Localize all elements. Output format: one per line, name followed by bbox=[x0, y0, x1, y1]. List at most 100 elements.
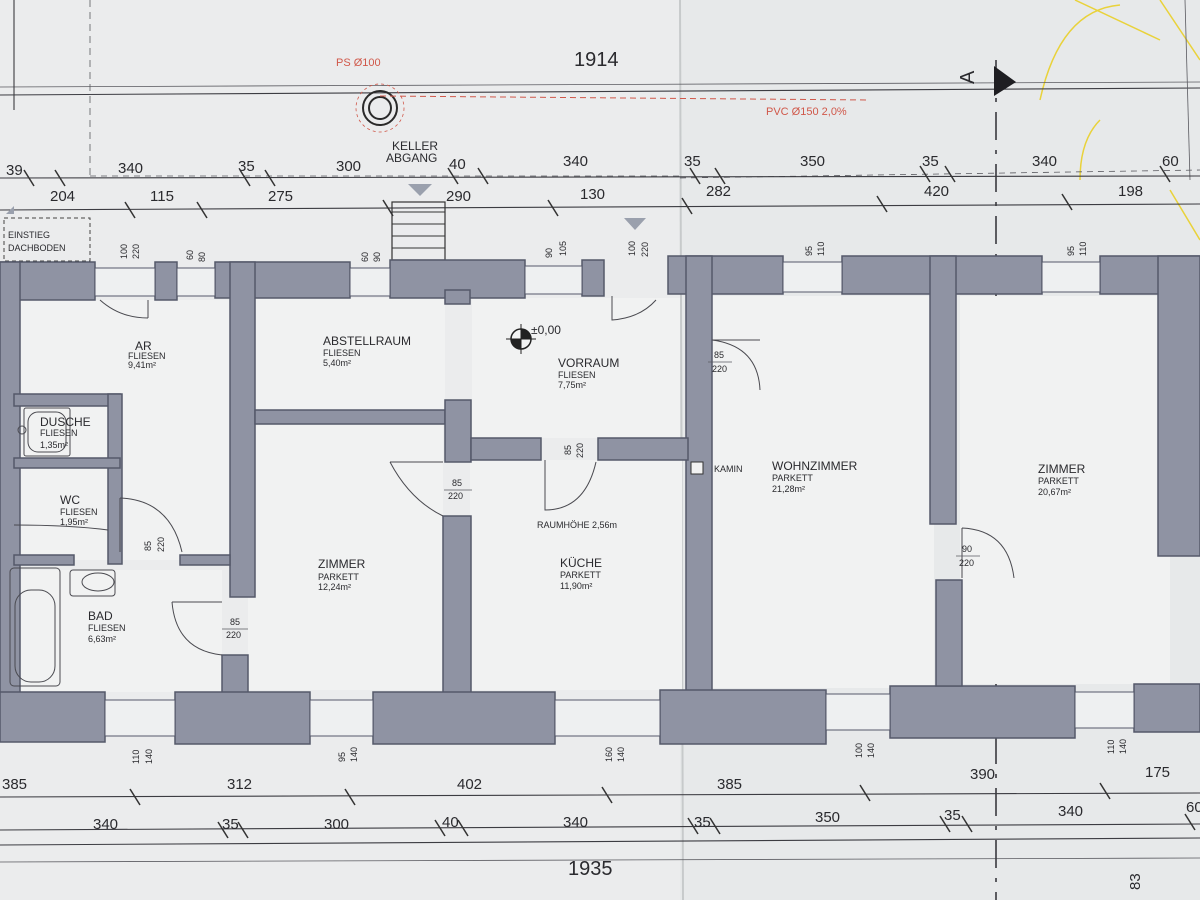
edge-fragment: 83 bbox=[1127, 873, 1144, 890]
dim-bot2-8: 35 bbox=[944, 807, 961, 824]
dim-top1-1: 39 bbox=[6, 162, 23, 179]
door-dim-9-h: 220 bbox=[640, 242, 650, 257]
dim-top2-7: 420 bbox=[924, 183, 949, 200]
sewer-pipe: PS Ø100 PVC Ø150 2,0% bbox=[336, 57, 871, 133]
sanitary-fixtures bbox=[9, 407, 116, 687]
dim-top1-5: 40 bbox=[449, 156, 466, 173]
room-vorraum-area: 7,75m² bbox=[558, 380, 586, 390]
door-dim-8-h: 220 bbox=[131, 244, 141, 259]
win-dim-3-w: 90 bbox=[544, 248, 554, 258]
door-dim-9-w: 100 bbox=[627, 241, 637, 256]
room-zimmer1-name: ZIMMER bbox=[318, 557, 366, 571]
room-wohnzimmer-name: WOHNZIMMER bbox=[772, 459, 858, 473]
cellar-label-line1: KELLER bbox=[392, 139, 438, 153]
dim-top1-7: 35 bbox=[684, 153, 701, 170]
room-zimmer2-name: ZIMMER bbox=[1038, 462, 1086, 476]
room-kueche-floor: PARKETT bbox=[560, 570, 601, 580]
room-ar-floor: FLIESEN bbox=[128, 351, 166, 361]
section-marker-label: A bbox=[957, 70, 979, 84]
level-mark: ±0,00 bbox=[531, 323, 561, 337]
dim-bot2-2: 35 bbox=[222, 816, 239, 833]
door-dim-4-h: 220 bbox=[156, 537, 166, 552]
room-bad-floor: FLIESEN bbox=[88, 623, 126, 633]
dim-bot2-6: 35 bbox=[694, 814, 711, 831]
door-dim-3-w: 85 bbox=[563, 445, 573, 455]
win-dim-6-h: 140 bbox=[144, 749, 154, 764]
dim-top1-3: 35 bbox=[238, 158, 255, 175]
room-kueche: KÜCHE PARKETT 11,90m² bbox=[560, 556, 602, 591]
door-dim-3-h: 220 bbox=[575, 443, 585, 458]
room-bad-area: 6,63m² bbox=[88, 634, 116, 644]
room-abstellraum: ABSTELLRAUM FLIESEN 5,40m² bbox=[323, 334, 411, 368]
top-dimensions-row1: 39 340 35 300 40 340 35 350 35 340 60 bbox=[6, 153, 1179, 179]
room-abstellraum-floor: FLIESEN bbox=[323, 348, 361, 358]
win-dim-1-w: 60 bbox=[185, 250, 195, 260]
door-swings bbox=[13, 296, 1015, 656]
windows bbox=[94, 261, 1135, 737]
dim-bot1-2: 312 bbox=[227, 776, 252, 793]
win-dim-10-w: 110 bbox=[1106, 740, 1116, 754]
bottom-dimensions-row2: 340 35 300 40 340 35 350 35 340 60 bbox=[93, 799, 1200, 833]
door-dim-2-h: 220 bbox=[448, 491, 463, 501]
room-height-note: RAUMHÖHE 2,56m bbox=[537, 520, 617, 530]
dim-bot1-3: 402 bbox=[457, 776, 482, 793]
dim-top1-11: 60 bbox=[1162, 153, 1179, 170]
dim-bot2-1: 340 bbox=[93, 816, 118, 833]
room-dusche-name: DUSCHE bbox=[40, 415, 91, 429]
win-dim-7-w: 95 bbox=[337, 752, 347, 762]
window-dimension-labels: 60 80 60 90 90 105 95 110 95 110 110 140… bbox=[131, 241, 1128, 764]
dim-top2-6: 282 bbox=[706, 183, 731, 200]
room-wohnzimmer-floor: PARKETT bbox=[772, 473, 813, 483]
door-dim-1-h: 220 bbox=[712, 364, 727, 374]
dim-top2-8: 198 bbox=[1118, 183, 1143, 200]
win-dim-1-h: 80 bbox=[197, 252, 207, 262]
bottom-total-dimension: 1935 bbox=[568, 858, 613, 880]
dim-bot2-7: 350 bbox=[815, 809, 840, 826]
room-zimmer2-area: 20,67m² bbox=[1038, 487, 1071, 497]
pipe-ps-label: PS Ø100 bbox=[336, 57, 381, 69]
dim-top2-4: 290 bbox=[446, 188, 471, 205]
door-dim-7-h: 220 bbox=[959, 558, 974, 568]
door-dim-5-h: 220 bbox=[226, 630, 241, 640]
dim-bot2-3: 300 bbox=[324, 816, 349, 833]
cellar-stair: KELLER ABGANG bbox=[386, 139, 646, 261]
chimney-symbol bbox=[690, 461, 704, 475]
door-dim-4-w: 85 bbox=[143, 541, 153, 551]
attic-hatch: EINSTIEG DACHBODEN bbox=[3, 206, 91, 262]
top-dimensions-row2: 204 115 275 290 130 282 420 198 bbox=[50, 183, 1143, 205]
room-dusche-area: 1,35m² bbox=[40, 440, 68, 450]
dim-top1-10: 340 bbox=[1032, 153, 1057, 170]
dim-bot2-10: 60 bbox=[1186, 799, 1200, 816]
room-ar: AR FLIESEN 9,41m² bbox=[128, 339, 166, 370]
dim-bot1-6: 175 bbox=[1145, 764, 1170, 781]
room-vorraum: VORRAUM FLIESEN 7,75m² bbox=[558, 356, 619, 390]
room-wohnzimmer: WOHNZIMMER PARKETT 21,28m² bbox=[772, 459, 858, 494]
dim-bot1-5: 390 bbox=[970, 766, 995, 783]
walls bbox=[0, 255, 1200, 745]
win-dim-3-h: 105 bbox=[558, 241, 568, 256]
chimney-label: KAMIN bbox=[714, 464, 743, 474]
room-ar-area: 9,41m² bbox=[128, 360, 156, 370]
win-dim-5-w: 95 bbox=[1066, 246, 1076, 256]
room-zimmer-2: ZIMMER PARKETT 20,67m² bbox=[1038, 462, 1086, 497]
room-abstellraum-name: ABSTELLRAUM bbox=[323, 334, 411, 348]
dim-top2-3: 275 bbox=[268, 188, 293, 205]
room-wc-floor: FLIESEN bbox=[60, 507, 98, 517]
dim-top1-6: 340 bbox=[563, 153, 588, 170]
door-dim-5-w: 85 bbox=[230, 617, 240, 627]
win-dim-2-w: 60 bbox=[360, 252, 370, 262]
room-bad: BAD FLIESEN 6,63m² bbox=[88, 609, 126, 644]
room-zimmer-1: ZIMMER PARKETT 12,24m² bbox=[318, 557, 366, 592]
win-dim-7-h: 140 bbox=[349, 747, 359, 762]
door-dim-2-w: 85 bbox=[452, 478, 462, 488]
dim-top2-5: 130 bbox=[580, 186, 605, 203]
win-dim-4-h: 110 bbox=[816, 242, 826, 256]
room-vorraum-floor: FLIESEN bbox=[558, 370, 596, 380]
door-dim-8-w: 100 bbox=[119, 244, 129, 259]
